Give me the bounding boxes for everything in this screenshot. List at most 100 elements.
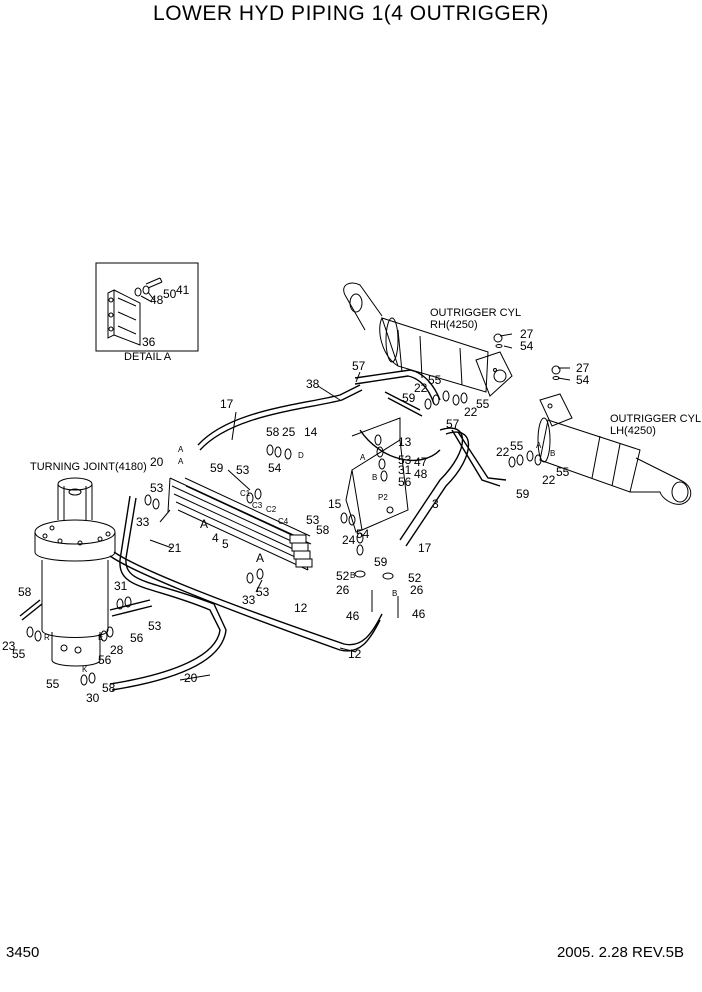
part-label: 54 (268, 461, 282, 475)
part-label: 25 (282, 425, 296, 439)
fittings (26, 333, 561, 686)
svg-text:B: B (350, 571, 355, 580)
part-label: 24 (342, 533, 356, 547)
part-label: 54 (356, 527, 370, 541)
outrigger-lh-caption-1: OUTRIGGER CYL (610, 413, 701, 425)
svg-text:A: A (360, 453, 366, 462)
part-label: 56 (398, 475, 412, 489)
part-label: 27 (520, 327, 534, 341)
turning-joint-caption: TURNING JOINT(4180) (30, 461, 147, 473)
page-title: LOWER HYD PIPING 1(4 OUTRIGGER) (153, 2, 549, 25)
part-label: 26 (410, 583, 424, 597)
part-label: 46 (346, 609, 360, 623)
part-label: 55 (12, 647, 26, 661)
part-label: 53 (148, 619, 162, 633)
part-label: 36 (142, 335, 156, 349)
svg-text:P2: P2 (378, 493, 388, 502)
part-label: 55 (46, 677, 60, 691)
part-label: 55 (510, 439, 524, 453)
part-label: 41 (176, 283, 190, 297)
part-label: 59 (402, 391, 416, 405)
part-label: 12 (348, 647, 362, 661)
part-label: 46 (412, 607, 426, 621)
part-label: 14 (304, 425, 318, 439)
part-label: 52 (408, 571, 422, 585)
part-label: 57 (446, 417, 460, 431)
svg-text:C4: C4 (278, 517, 289, 526)
hoses (19, 369, 507, 691)
part-label: 28 (110, 643, 124, 657)
part-label: 59 (374, 555, 388, 569)
revision-date: 2005. 2.28 REV.5B (556, 944, 684, 961)
part-label: 47 (414, 455, 428, 469)
part-label: 4 (212, 531, 219, 545)
part-label: A (200, 517, 208, 531)
detail-a-caption: DETAIL A (124, 351, 172, 363)
part-label: 31 (398, 463, 412, 477)
part-label: 58 (18, 585, 32, 599)
part-label: 48 (150, 293, 164, 307)
part-label: 22 (414, 381, 428, 395)
part-label: 15 (328, 497, 342, 511)
svg-text:B: B (372, 473, 377, 482)
part-label: 31 (114, 579, 128, 593)
svg-text:B: B (392, 589, 397, 598)
part-label: 56 (130, 631, 144, 645)
part-label: 53 (236, 463, 250, 477)
part-label: 21 (168, 541, 182, 555)
part-label: 13 (398, 435, 412, 449)
svg-text:E: E (98, 633, 103, 642)
part-label: 58 (102, 681, 116, 695)
part-label: 26 (336, 583, 350, 597)
svg-text:D: D (298, 451, 304, 460)
part-label: 22 (496, 445, 510, 459)
part-label: 53 (150, 481, 164, 495)
svg-text:A: A (178, 457, 184, 466)
part-label: 53 (306, 513, 320, 527)
svg-text:A: A (536, 441, 542, 450)
part-label: 48 (414, 467, 428, 481)
pipe-bundle (167, 477, 313, 571)
svg-text:B: B (550, 449, 555, 458)
part-label: 33 (242, 593, 256, 607)
part-label: 27 (576, 361, 590, 375)
part-label: 55 (476, 397, 490, 411)
part-label: 50 (163, 287, 177, 301)
svg-text:C3: C3 (252, 501, 263, 510)
control-valve-block (345, 417, 409, 533)
part-label: 17 (220, 397, 234, 411)
part-label: 30 (86, 691, 100, 705)
svg-text:A: A (178, 445, 184, 454)
outrigger-cylinder-rh (343, 282, 513, 397)
part-label: A (256, 551, 264, 565)
part-label: 58 (266, 425, 280, 439)
svg-text:R: R (44, 633, 50, 642)
part-label: 3 (432, 497, 439, 511)
outrigger-rh-caption-1: OUTRIGGER CYL (430, 307, 521, 319)
part-label: 58 (316, 523, 330, 537)
part-label: 54 (576, 373, 590, 387)
part-label: 5 (222, 537, 229, 551)
svg-text:K: K (82, 665, 88, 674)
outrigger-cylinder-lh (537, 393, 692, 505)
part-label: 56 (98, 653, 112, 667)
outrigger-rh-caption-2: RH(4250) (430, 319, 478, 331)
part-label: 55 (428, 373, 442, 387)
turning-joint (34, 477, 116, 667)
part-label: 12 (294, 601, 308, 615)
part-label: 53 (256, 585, 270, 599)
part-label: 53 (398, 453, 412, 467)
part-label: 22 (464, 405, 478, 419)
part-label: 22 (542, 473, 556, 487)
part-label: 52 (336, 569, 350, 583)
part-label: 23 (2, 639, 16, 653)
part-label: 20 (150, 455, 164, 469)
detail-a-inset (95, 262, 199, 352)
outrigger-lh-caption-2: LH(4250) (610, 425, 656, 437)
part-label: 55 (556, 465, 570, 479)
part-label: 17 (418, 541, 432, 555)
part-label: 54 (520, 339, 534, 353)
svg-text:C1: C1 (240, 489, 251, 498)
